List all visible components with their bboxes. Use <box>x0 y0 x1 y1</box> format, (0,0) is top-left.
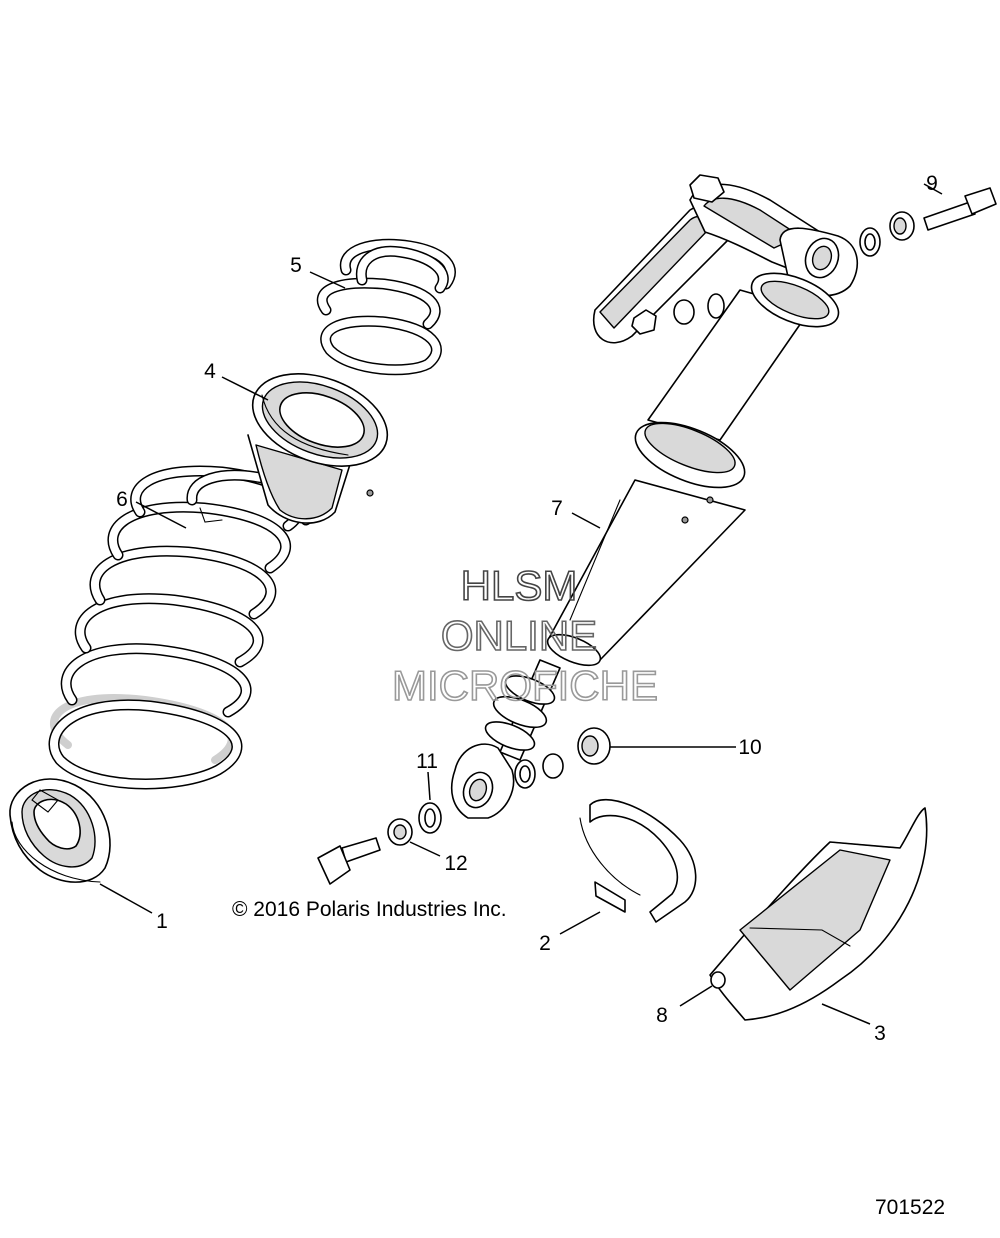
callout-7: 7 <box>551 497 563 520</box>
watermark: HLSM ONLINE MICROFICHE <box>391 561 659 710</box>
callout-9: 9 <box>926 172 938 195</box>
watermark-line-3: MICROFICHE <box>392 662 658 709</box>
part-12-bushing <box>387 818 413 846</box>
lower-bolt <box>317 837 381 885</box>
watermark-line-1: HLSM <box>461 562 578 609</box>
callout-11: 11 <box>416 750 438 773</box>
callout-4: 4 <box>204 360 216 383</box>
callout-1: 1 <box>156 910 168 933</box>
callout-10: 10 <box>738 736 761 759</box>
callout-5: 5 <box>290 254 302 277</box>
callout-3: 3 <box>874 1022 886 1045</box>
callout-6: 6 <box>116 488 128 511</box>
leader-lines <box>99 183 943 1025</box>
part-6-main-spring <box>48 465 316 790</box>
part-7-shock-body <box>451 174 858 819</box>
part-1-spring-retainer <box>9 778 111 883</box>
figure-number: 701522 <box>875 1196 945 1219</box>
part-5-upper-spring <box>316 238 456 376</box>
part-9-top-bolt <box>859 187 997 257</box>
part-8-fastener <box>710 971 726 989</box>
part-10-bushing <box>514 727 611 789</box>
copyright-notice: © 2016 Polaris Industries Inc. <box>232 898 507 921</box>
callout-12: 12 <box>444 852 467 875</box>
part-11-washer <box>418 802 442 834</box>
part-3-shock-guard <box>709 807 928 1021</box>
callout-2: 2 <box>539 932 551 955</box>
part-2-bracket <box>579 798 697 923</box>
part-4-spring-seat <box>247 373 389 524</box>
watermark-line-2: ONLINE <box>441 612 597 659</box>
callout-8: 8 <box>656 1004 668 1027</box>
callout-labels: 1 2 3 4 5 6 7 8 9 10 11 12 <box>116 172 938 1045</box>
